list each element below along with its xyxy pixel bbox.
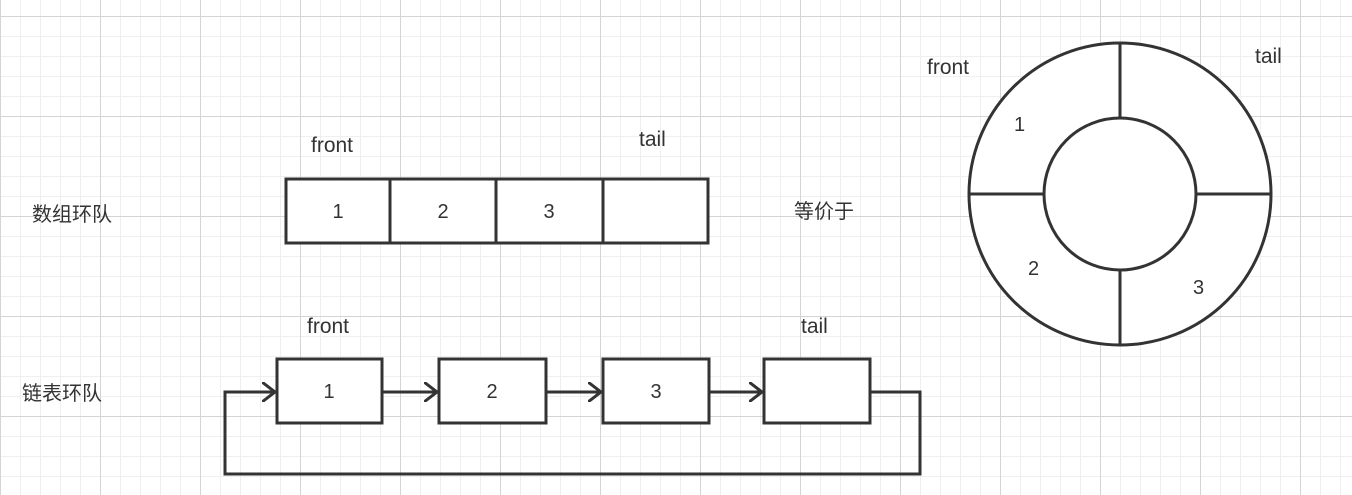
linked-node-1 bbox=[275, 357, 384, 425]
linked-node-2-value: 2 bbox=[486, 381, 497, 403]
linked-front-label: front bbox=[307, 315, 349, 338]
linked-node-1-value: 1 bbox=[323, 381, 334, 403]
ring-segment-3-value: 3 bbox=[1193, 277, 1204, 299]
link-wraparound-arrow bbox=[223, 392, 922, 476]
ring-segment-1-value: 1 bbox=[1014, 114, 1025, 136]
array-tail-label: tail bbox=[639, 128, 666, 151]
linked-node-3 bbox=[601, 357, 711, 425]
ring-front-label: front bbox=[927, 56, 969, 79]
array-cell-1-value: 1 bbox=[332, 201, 343, 223]
array-cell-2-value: 2 bbox=[437, 201, 448, 223]
linked-tail-label: tail bbox=[801, 315, 828, 338]
ring-queue: front tail 1 2 3 bbox=[927, 41, 1282, 347]
array-cell-3-value: 3 bbox=[543, 201, 554, 223]
equivalent-label: 等价于 bbox=[794, 199, 854, 223]
linked-node-3-value: 3 bbox=[650, 381, 661, 403]
array-cell-3 bbox=[494, 177, 605, 245]
array-cell-4 bbox=[601, 177, 710, 245]
array-front-label: front bbox=[311, 134, 353, 157]
linked-queue-title: 链表环队 bbox=[22, 381, 102, 405]
array-cell-1 bbox=[284, 177, 392, 245]
array-cell-2 bbox=[388, 177, 498, 245]
array-queue-title: 数组环队 bbox=[32, 202, 112, 226]
ring-tail-label: tail bbox=[1255, 45, 1282, 68]
linked-queue: 链表环队 front tail 1 2 3 bbox=[22, 315, 922, 476]
linked-node-4 bbox=[762, 357, 872, 425]
ring-inner-circle bbox=[1042, 116, 1198, 272]
ring-segment-2-value: 2 bbox=[1028, 258, 1039, 280]
array-queue: 数组环队 front tail 1 2 3 bbox=[32, 128, 710, 245]
linked-node-2 bbox=[437, 357, 548, 425]
